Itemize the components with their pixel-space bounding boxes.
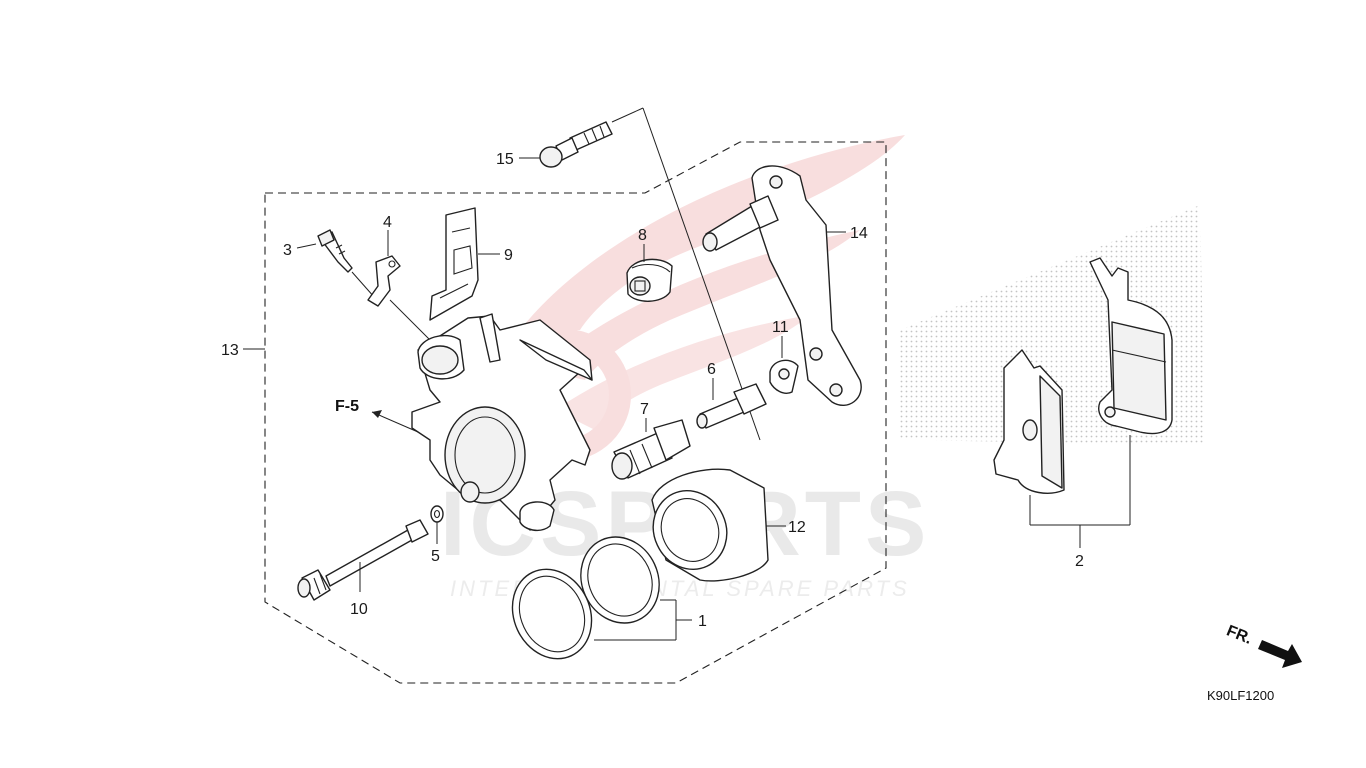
front-direction-arrow: FR. [1224, 622, 1302, 668]
part-6-slide-pin[interactable] [696, 378, 767, 429]
part-9-pad-spring[interactable] [429, 207, 500, 321]
reference-label: F-5 [335, 398, 359, 415]
part-8-boot[interactable] [626, 244, 673, 302]
callout-11: 11 [772, 319, 789, 336]
part-12-piston[interactable] [640, 468, 786, 582]
callout-2: 2 [1075, 553, 1084, 570]
part-15-bolt[interactable] [519, 107, 761, 441]
callout-9: 9 [504, 247, 513, 264]
part-10-caliper-pin[interactable] [297, 519, 429, 601]
callout-3: 3 [283, 242, 292, 259]
part-1-piston-seals[interactable] [498, 524, 692, 672]
callout-6: 6 [707, 361, 716, 378]
reference-arrow-f5[interactable]: F-5 [335, 398, 419, 433]
callout-14: 14 [850, 225, 868, 242]
part-14-caliper-bracket[interactable] [702, 165, 862, 407]
callout-12: 12 [788, 519, 806, 536]
part-5-washer[interactable] [430, 505, 444, 544]
callout-7: 7 [640, 401, 649, 418]
part-4-bleeder-cap[interactable] [367, 230, 431, 341]
diagram-code: K90LF1200 [1207, 688, 1274, 703]
caliper-body[interactable] [411, 313, 593, 532]
callout-13: 13 [221, 342, 239, 359]
callout-4: 4 [383, 214, 392, 231]
callout-1: 1 [698, 613, 707, 630]
callout-8: 8 [638, 227, 647, 244]
part-7-slide-bolt[interactable] [611, 418, 691, 480]
part-11-pin-boot[interactable] [769, 336, 799, 394]
callout-15: 15 [496, 151, 514, 168]
callout-5: 5 [431, 548, 440, 565]
caliper-assembly-outline [264, 141, 887, 684]
callout-10: 10 [350, 601, 368, 618]
part-3-bleeder-screw[interactable] [296, 229, 376, 299]
part-2-brake-pads[interactable] [993, 257, 1173, 548]
front-arrow-label: FR. [1224, 622, 1254, 647]
